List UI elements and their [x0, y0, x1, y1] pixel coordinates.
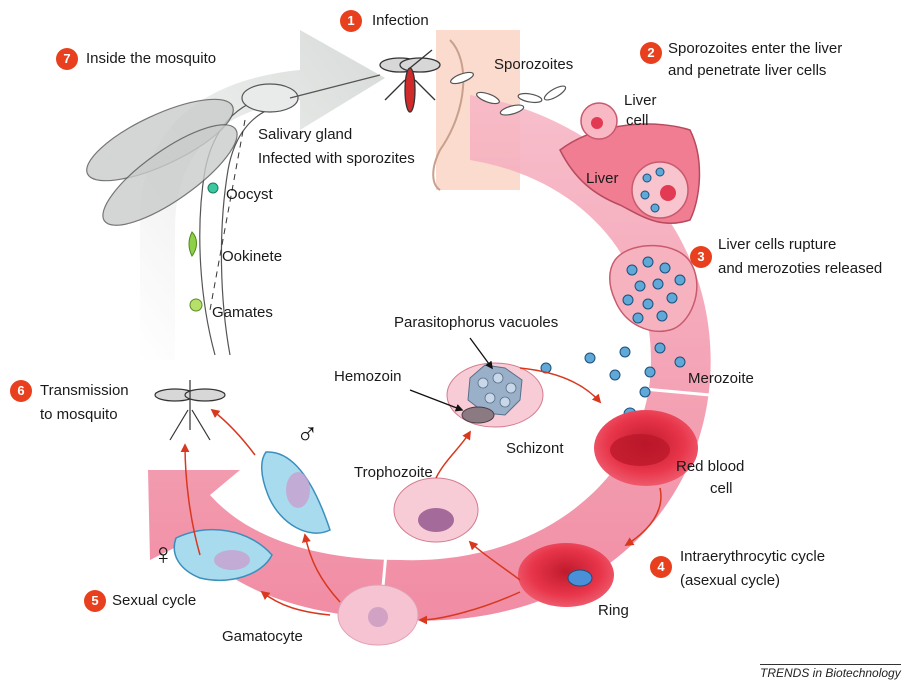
- step-2-label-line1: Sporozoites enter the liver: [668, 40, 842, 58]
- step-6-label-line2: to mosquito: [40, 406, 118, 424]
- step-4-label-line1: Intraerythrocytic cycle: [680, 548, 825, 566]
- step-5-label: Sexual cycle: [112, 592, 196, 610]
- salivary-infected-label: Infected with sporozites: [258, 150, 415, 168]
- parasitophorus-label: Parasitophorus vacuoles: [394, 314, 558, 332]
- rbc-label-line1: Red blood: [676, 458, 744, 476]
- ring-stage-cell: [518, 543, 614, 607]
- mosquito-infection: [380, 50, 440, 112]
- step-badge-5: 5: [84, 590, 106, 612]
- gamates-label: Gamates: [212, 304, 273, 322]
- mosquito-transmission: [155, 380, 225, 440]
- gamates-cell: [190, 299, 202, 311]
- trophozoite-label: Trophozoite: [354, 464, 433, 482]
- oocyst-cell: [208, 183, 218, 193]
- merozoite-label: Merozoite: [688, 370, 754, 388]
- liver-cell-label-line1: Liver: [624, 92, 657, 110]
- rbc-label-line2: cell: [710, 480, 733, 498]
- step-6-label-line1: Transmission: [40, 382, 129, 400]
- step-badge-2: 2: [640, 42, 662, 64]
- ruptured-liver-cell: [610, 246, 697, 332]
- ookinete-label: Ookinete: [222, 248, 282, 266]
- liver-cell-label-line2: cell: [626, 112, 649, 130]
- salivary-gland-label: Salivary gland: [258, 126, 352, 144]
- step-badge-1: 1: [340, 10, 362, 32]
- step-3-label-line2: and merozoties released: [718, 260, 882, 278]
- sporozoites-label: Sporozoites: [494, 56, 573, 74]
- step-3-label-line1: Liver cells rupture: [718, 236, 836, 254]
- step-2-label-line2: and penetrate liver cells: [668, 62, 826, 80]
- ookinete-cell: [189, 232, 197, 256]
- hemozoin-blob: [462, 407, 494, 423]
- oocyst-label: Oocyst: [226, 186, 273, 204]
- step-badge-3: 3: [690, 246, 712, 268]
- step-1-label: Infection: [372, 12, 429, 30]
- step-7-label: Inside the mosquito: [86, 50, 216, 68]
- step-badge-4: 4: [650, 556, 672, 578]
- step-badge-7: 7: [56, 48, 78, 70]
- liver-label: Liver: [586, 170, 619, 188]
- hemozoin-label: Hemozoin: [334, 368, 402, 386]
- female-symbol: ♀: [152, 540, 175, 570]
- gamatocyte-label: Gamatocyte: [222, 628, 303, 646]
- source-credit: TRENDS in Biotechnology: [760, 664, 901, 680]
- male-symbol: ♂: [296, 420, 319, 450]
- step-badge-6: 6: [10, 380, 32, 402]
- step-4-label-line2: (asexual cycle): [680, 572, 780, 590]
- schizont-label: Schizont: [506, 440, 564, 458]
- ring-label: Ring: [598, 602, 629, 620]
